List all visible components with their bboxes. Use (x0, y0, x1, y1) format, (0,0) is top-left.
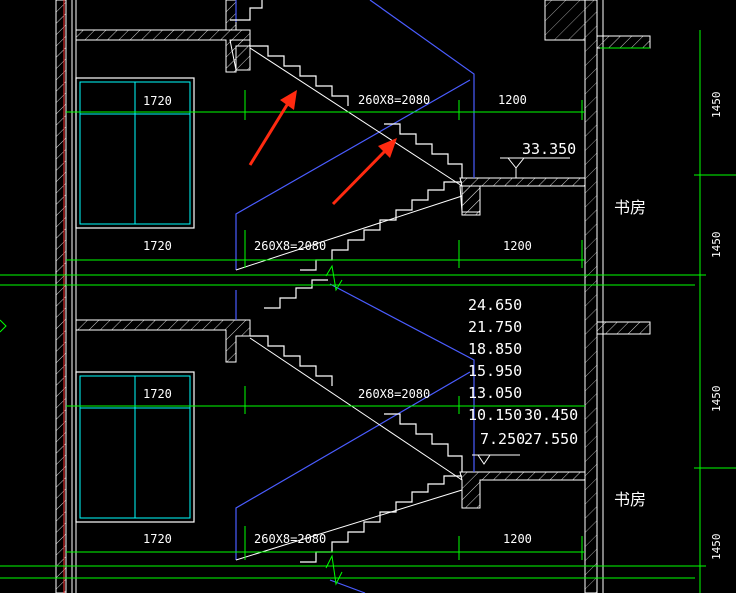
room-label-upper: 书房 (614, 198, 646, 217)
window-lower (75, 371, 195, 523)
landing-dim-lower-bottom: 1200 (503, 532, 532, 546)
vertical-dim: 1450 (710, 232, 723, 259)
vertical-dim: 1450 (710, 534, 723, 561)
level-value: 18.850 (468, 340, 522, 358)
stair-dim-lower-bottom: 260X8=2080 (254, 532, 326, 546)
break-marks (0, 264, 343, 586)
vertical-dim: 1450 (710, 386, 723, 413)
stair-dim-upper-top: 260X8=2080 (358, 93, 430, 107)
level-value: 21.750 (468, 318, 522, 336)
window-width-lower-bottom: 1720 (143, 532, 172, 546)
lower-floor-slab (75, 319, 586, 509)
stair-soffit-lines (235, 47, 463, 561)
level-value: 7.250 (480, 430, 525, 448)
window-width-upper: 1720 (143, 94, 172, 108)
stair-hatch-wedges (229, 39, 481, 213)
landing-dim-upper-bottom: 1200 (503, 239, 532, 253)
level-value: 24.650 (468, 296, 522, 314)
landing-dim-upper-top: 1200 (498, 93, 527, 107)
room-label-lower: 书房 (614, 490, 646, 509)
upper-floor-slab (75, 29, 586, 216)
level-value: 15.950 (468, 362, 522, 380)
dimension-lines (66, 30, 706, 593)
level-symbol (472, 157, 570, 465)
level-lines (0, 47, 736, 579)
top-wall-fragment (225, 0, 586, 41)
vertical-dim: 1450 (710, 92, 723, 119)
window-width-upper-lower: 1720 (143, 239, 172, 253)
stair-steps (230, 0, 463, 563)
level-mark-upper: 33.350 (522, 140, 576, 158)
level-value: 30.450 (524, 406, 578, 424)
level-list-left: 24.650 21.750 18.850 15.950 13.050 10.15… (468, 296, 525, 448)
window-upper (75, 77, 195, 229)
stair-dim-upper-bottom: 260X8=2080 (254, 239, 326, 253)
stair-dim-lower-top: 260X8=2080 (358, 387, 430, 401)
left-wall (55, 0, 77, 593)
stair-outline (235, 0, 475, 593)
window-width-lower: 1720 (143, 387, 172, 401)
red-arrow-icon (331, 138, 397, 206)
level-value: 10.150 (468, 406, 522, 424)
red-arrow-icon (248, 90, 297, 166)
level-value: 27.550 (524, 430, 578, 448)
level-value: 13.050 (468, 384, 522, 402)
level-list-right: 30.450 27.550 (524, 406, 578, 448)
